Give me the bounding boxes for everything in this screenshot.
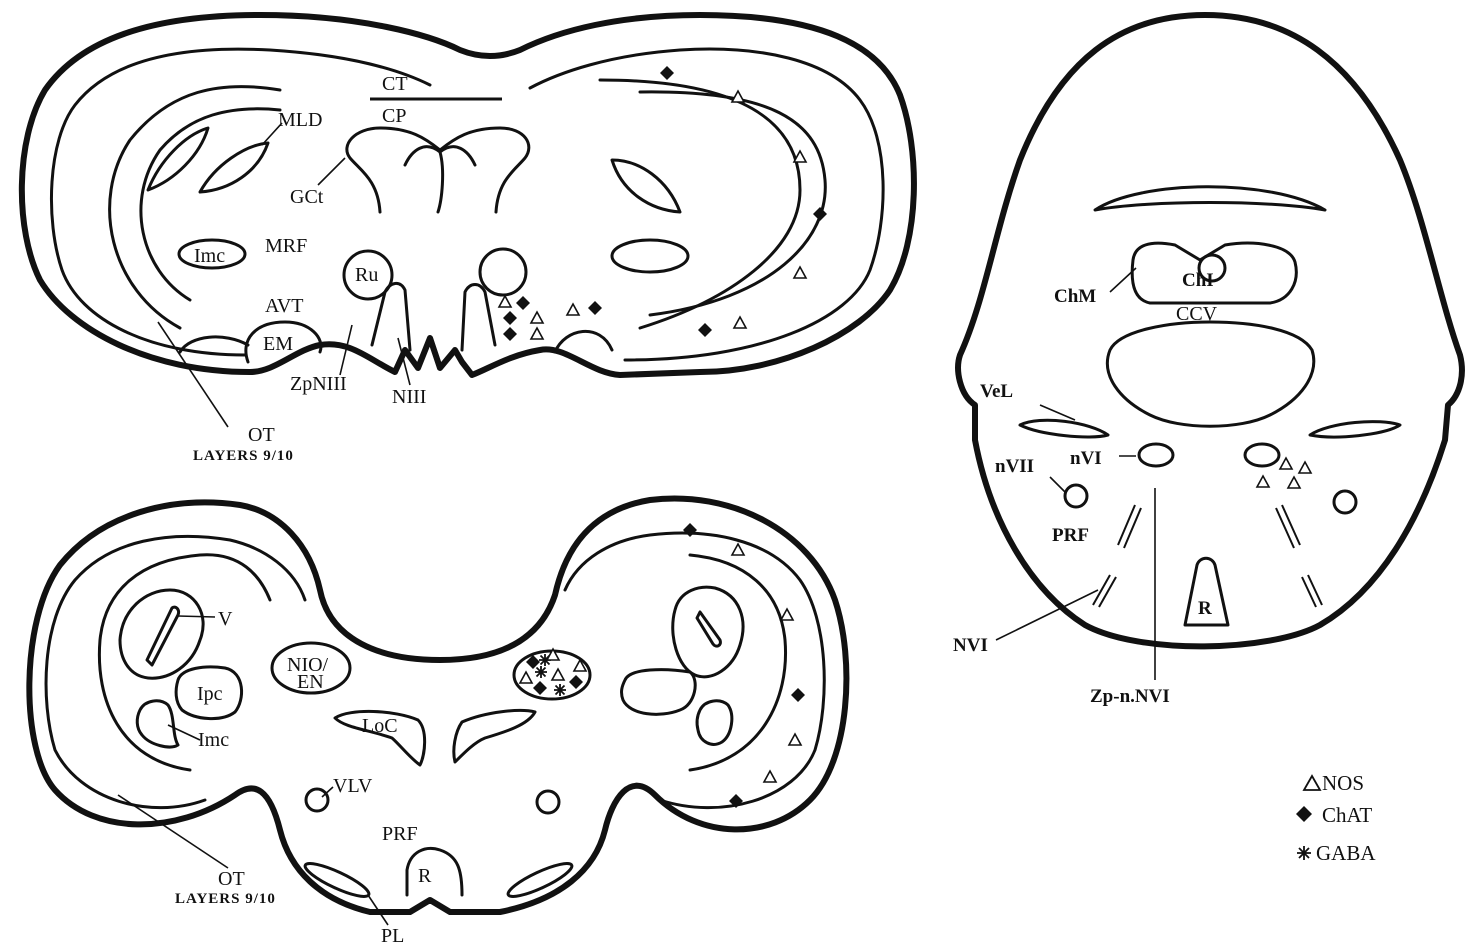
- label-chm: ChM: [1054, 286, 1096, 307]
- ccv-structure: [1107, 322, 1313, 426]
- imc-right: [697, 701, 732, 744]
- label-chl: ChI: [1182, 270, 1214, 291]
- nvi-nucleus-right: [1245, 444, 1279, 466]
- niii-right-column: [462, 285, 495, 351]
- label-v: V: [218, 608, 233, 630]
- ipc-right: [622, 670, 696, 715]
- label-ccv: CCV: [1176, 303, 1218, 325]
- imc-left: [137, 701, 178, 747]
- r-lower: [407, 848, 462, 895]
- upper-left-lamina-2: [141, 109, 280, 300]
- right-section-outline: [958, 15, 1462, 646]
- label-vlv: VLV: [333, 775, 373, 797]
- nvii-circle-left: [1065, 485, 1087, 507]
- label-ot-lower: OT: [218, 868, 245, 890]
- cerebellar-arc: [1095, 187, 1325, 210]
- right-ru-circle: [480, 249, 526, 295]
- legend-nos-icon: [1304, 776, 1320, 790]
- label-ot-upper: OT: [248, 424, 275, 446]
- vel-right: [1310, 422, 1400, 437]
- niii-left-column: [372, 283, 410, 350]
- v-right-outer: [673, 587, 743, 677]
- pl-right: [505, 858, 575, 902]
- nvii-circle-right: [1334, 491, 1356, 513]
- nerve-fibers: [1093, 505, 1322, 607]
- right-markers: [1257, 458, 1311, 488]
- label-pl: PL: [381, 925, 404, 947]
- label-nvi-nerve: NVI: [953, 635, 988, 656]
- commissure-inner-left: [405, 147, 443, 212]
- v-left-outer: [120, 590, 203, 678]
- label-gct: GCt: [290, 186, 324, 208]
- v-left-inner: [147, 607, 179, 665]
- upper-left-inner-contour: [51, 49, 430, 355]
- nvi-nucleus-left: [1139, 444, 1173, 466]
- vlv-circle-left: [306, 789, 328, 811]
- loc-right: [454, 710, 535, 762]
- label-ipc: Ipc: [197, 683, 223, 705]
- label-zp-nnvi: Zp-n.NVI: [1090, 686, 1170, 707]
- label-layers-lower: LAYERS 9/10: [175, 891, 276, 907]
- legend-gaba-icon: [1297, 846, 1311, 860]
- v-right-inner: [697, 612, 720, 646]
- vlv-circle-right: [537, 791, 559, 813]
- chm-structure: [1132, 243, 1296, 303]
- label-em: EM: [263, 333, 293, 355]
- right-section: ChM ChI CCV VeL nVI nVII PRF R NVI Zp-n.…: [953, 15, 1462, 707]
- posterior-commissure: [347, 128, 529, 212]
- label-vel: VeL: [980, 381, 1013, 402]
- label-r-right: R: [1198, 598, 1212, 619]
- label-zpniii: ZpNIII: [290, 373, 347, 395]
- legend-gaba-label: GABA: [1316, 841, 1376, 865]
- mld-lens-2: [200, 143, 268, 192]
- label-nvi-nucleus: nVI: [1070, 448, 1102, 469]
- label-mld: MLD: [278, 109, 322, 131]
- upper-right-lamina-1: [600, 80, 800, 328]
- label-ct: CT: [382, 73, 408, 95]
- legend-chat-label: ChAT: [1322, 803, 1372, 827]
- label-cp: CP: [382, 105, 406, 127]
- upper-markers: [499, 66, 827, 341]
- label-loc: LoC: [362, 715, 398, 737]
- label-imc-lower: Imc: [198, 729, 229, 751]
- label-nvii: nVII: [995, 456, 1034, 477]
- label-prf-right: PRF: [1052, 525, 1089, 546]
- label-niii: NIII: [392, 386, 426, 408]
- label-avt: AVT: [265, 295, 304, 317]
- lower-section: V NIO/ EN Ipc Imc LoC VLV PRF R OT LAYER…: [29, 498, 846, 947]
- label-imc: Imc: [194, 245, 225, 267]
- commissure-inner-right: [440, 147, 475, 165]
- right-lens: [612, 160, 680, 212]
- right-ot-region: [555, 331, 612, 352]
- right-imc-ellipse: [612, 240, 688, 272]
- legend-nos-label: NOS: [1322, 771, 1364, 795]
- label-layers-upper: LAYERS 9/10: [193, 448, 294, 464]
- vel-left: [1020, 420, 1108, 437]
- label-ru: Ru: [355, 264, 378, 286]
- label-en: EN: [297, 671, 324, 693]
- legend: NOS ChAT GABA: [1296, 771, 1376, 865]
- upper-section: CT CP MLD GCt Imc MRF Ru AVT EM ZpNIII N…: [22, 15, 914, 464]
- mld-lens-1: [148, 128, 208, 190]
- legend-chat-icon: [1296, 806, 1312, 822]
- label-r-lower: R: [418, 865, 432, 887]
- label-mrf: MRF: [265, 235, 307, 257]
- upper-section-outline: [22, 15, 914, 375]
- label-prf-lower: PRF: [382, 823, 418, 845]
